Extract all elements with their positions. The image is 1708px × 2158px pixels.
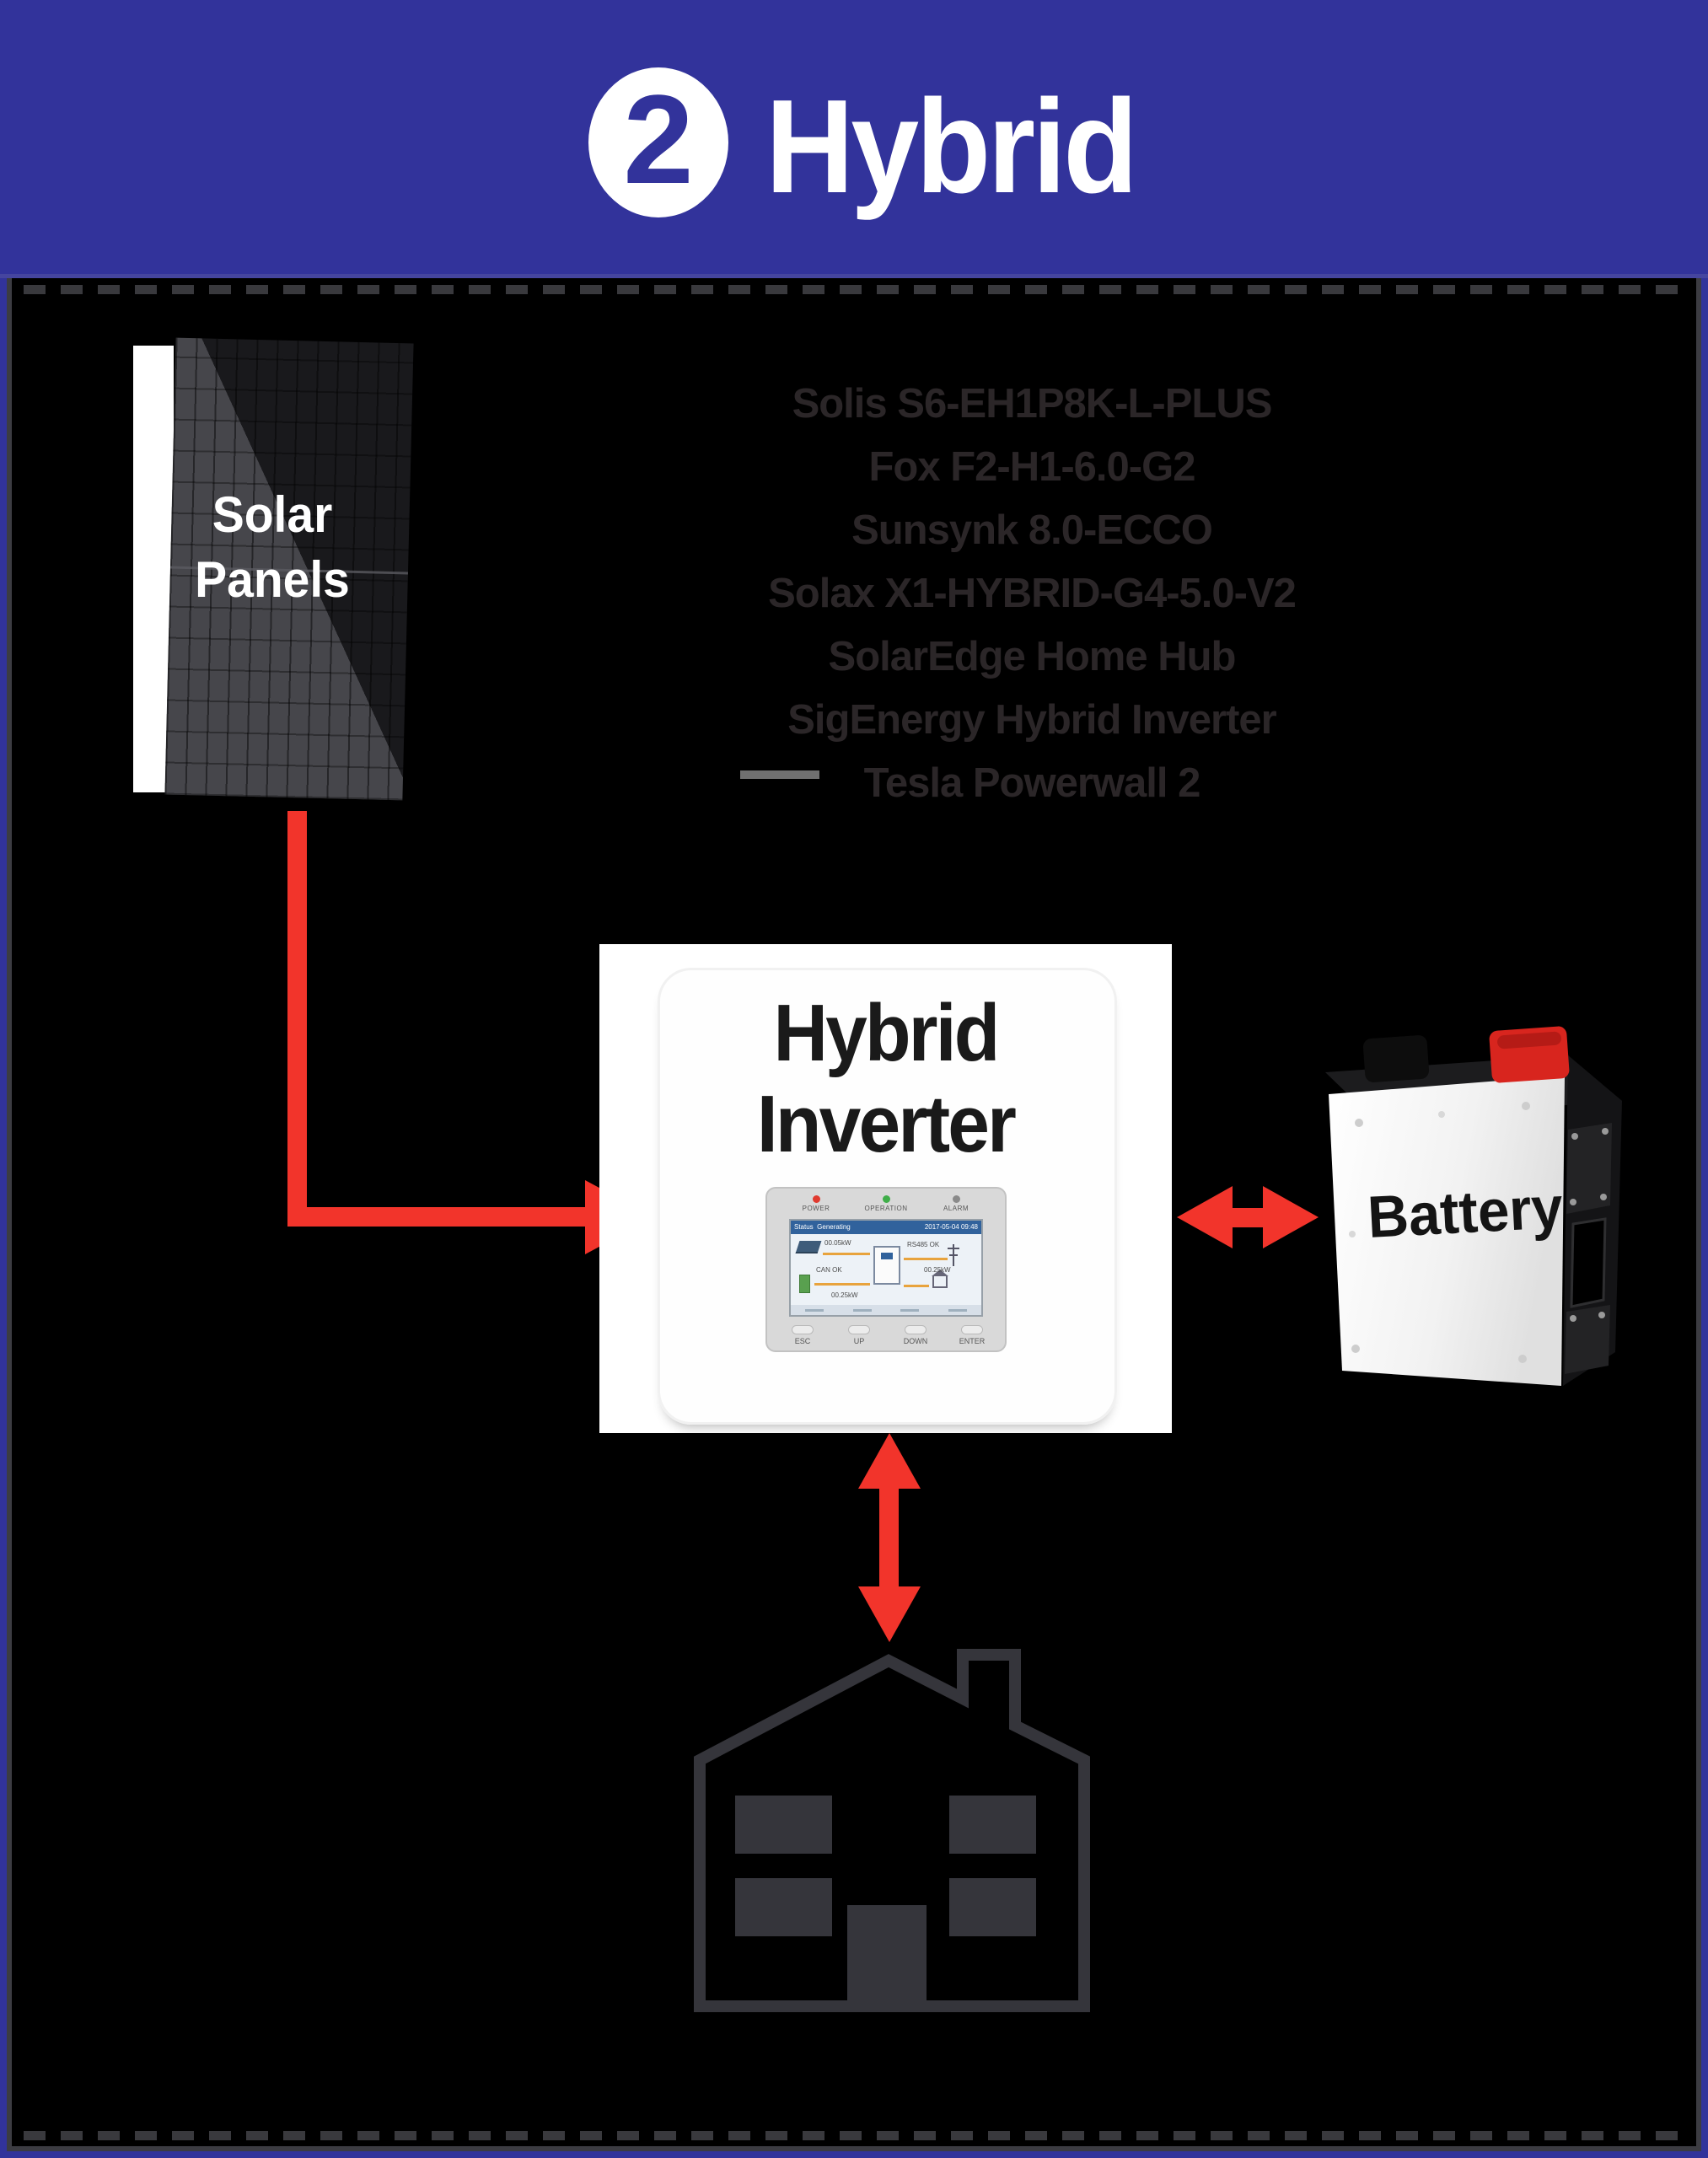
lcd-datetime: 2017-05-04 09:48 bbox=[924, 1223, 978, 1231]
operation-led-label: OPERATION bbox=[864, 1205, 908, 1212]
battery-illustration bbox=[1325, 1026, 1622, 1386]
dashed-texture-bottom bbox=[24, 2131, 1684, 2140]
header-banner: 2 Hybrid bbox=[0, 0, 1708, 278]
solar-panels-label-line1: Solar bbox=[212, 486, 333, 543]
enter-button: ENTER bbox=[947, 1325, 997, 1345]
model-list-item: SolarEdge Home Hub bbox=[828, 634, 1237, 679]
inverter-lcd-screen: Status Generating 2017-05-04 09:48 00.05… bbox=[789, 1219, 983, 1317]
lcd-flow-line bbox=[823, 1253, 870, 1255]
solar-panels-label: Solar Panels bbox=[140, 482, 405, 612]
lcd-readout: RS485 OK bbox=[907, 1241, 940, 1248]
model-list-item: Tesla Powerwall 2 bbox=[863, 760, 1201, 806]
solar-panel-image bbox=[133, 337, 414, 803]
arrow-inverter-house-down-head-icon bbox=[858, 1586, 921, 1642]
lcd-status-bar: Status Generating 2017-05-04 09:48 bbox=[791, 1221, 981, 1234]
arrow-inverter-battery-right-head-icon bbox=[1263, 1186, 1319, 1248]
model-list-item: Solis S6-EH1P8K-L-PLUS bbox=[792, 381, 1273, 427]
lcd-flow-line bbox=[814, 1283, 870, 1286]
model-list-item: SigEnergy Hybrid Inverter bbox=[787, 697, 1277, 743]
lcd-grid-icon bbox=[948, 1244, 959, 1266]
lcd-status-value: Generating bbox=[817, 1223, 851, 1231]
hybrid-inverter-label: Hybrid Inverter bbox=[620, 988, 1152, 1170]
arrow-pv-to-inverter-vertical bbox=[287, 811, 307, 1227]
operation-led: OPERATION bbox=[857, 1195, 916, 1212]
arrow-pv-to-inverter-horizontal bbox=[287, 1207, 590, 1227]
arrow-inverter-battery-shaft bbox=[1222, 1208, 1275, 1227]
lcd-status: Status Generating bbox=[794, 1221, 851, 1234]
lcd-status-label: Status bbox=[794, 1223, 814, 1231]
enter-button-icon bbox=[961, 1325, 983, 1334]
up-button-icon bbox=[848, 1325, 870, 1334]
up-button: UP bbox=[834, 1325, 884, 1345]
lcd-flow-line bbox=[904, 1285, 929, 1287]
esc-button-label: ESC bbox=[794, 1337, 811, 1345]
alarm-led-label: ALARM bbox=[943, 1205, 969, 1212]
hybrid-inverter-label-line2: Inverter bbox=[756, 1079, 1017, 1169]
esc-button: ESC bbox=[777, 1325, 828, 1345]
arrow-inverter-house-up-head-icon bbox=[858, 1433, 921, 1489]
house-icon bbox=[694, 1649, 1090, 2012]
lcd-solar-icon bbox=[795, 1241, 822, 1253]
down-button-icon bbox=[905, 1325, 927, 1334]
step-number-badge: 2 bbox=[588, 67, 728, 217]
enter-button-label: ENTER bbox=[959, 1337, 986, 1345]
model-list-item: Sunsynk 8.0-ECCO bbox=[851, 507, 1213, 553]
inverter-model-list: Solis S6-EH1P8K-L-PLUS Fox F2-H1-6.0-G2 … bbox=[690, 373, 1374, 815]
model-list-item: Fox F2-H1-6.0-G2 bbox=[868, 444, 1196, 490]
power-led-label: POWER bbox=[802, 1205, 830, 1212]
lcd-battery-icon bbox=[799, 1275, 810, 1293]
power-led: POWER bbox=[787, 1195, 846, 1212]
arrow-inverter-house-shaft bbox=[879, 1484, 899, 1593]
power-led-icon bbox=[812, 1195, 820, 1203]
alarm-led: ALARM bbox=[927, 1195, 986, 1212]
alarm-led-icon bbox=[952, 1195, 960, 1203]
page-title: Hybrid bbox=[765, 72, 1138, 221]
up-button-label: UP bbox=[853, 1337, 865, 1345]
down-button-label: DOWN bbox=[903, 1337, 928, 1345]
lcd-readout: 00.25kW bbox=[831, 1291, 858, 1299]
lcd-inverter-icon bbox=[873, 1246, 900, 1285]
hybrid-inverter-label-line1: Hybrid bbox=[773, 988, 1000, 1078]
lcd-readout: CAN OK bbox=[816, 1266, 842, 1274]
arrow-inverter-battery-left-head-icon bbox=[1177, 1186, 1233, 1248]
model-list-item: Solax X1-HYBRID-G4-5.0-V2 bbox=[768, 571, 1297, 616]
lcd-readout: 00.05kW bbox=[824, 1239, 851, 1247]
gray-dash-artifact bbox=[740, 770, 819, 779]
esc-button-icon bbox=[792, 1325, 814, 1334]
lcd-menu-bar bbox=[791, 1305, 981, 1315]
battery-label: Battery bbox=[1366, 1173, 1565, 1251]
step-number: 2 bbox=[623, 67, 694, 210]
solar-panels-label-line2: Panels bbox=[195, 551, 350, 608]
operation-led-icon bbox=[882, 1195, 890, 1203]
dashed-texture-top bbox=[24, 285, 1684, 294]
lcd-house-icon bbox=[932, 1270, 948, 1288]
lcd-readout: 00.25kW bbox=[924, 1266, 951, 1274]
battery-image bbox=[1315, 1022, 1648, 1401]
down-button: DOWN bbox=[890, 1325, 941, 1345]
lcd-flow-line bbox=[904, 1258, 948, 1260]
